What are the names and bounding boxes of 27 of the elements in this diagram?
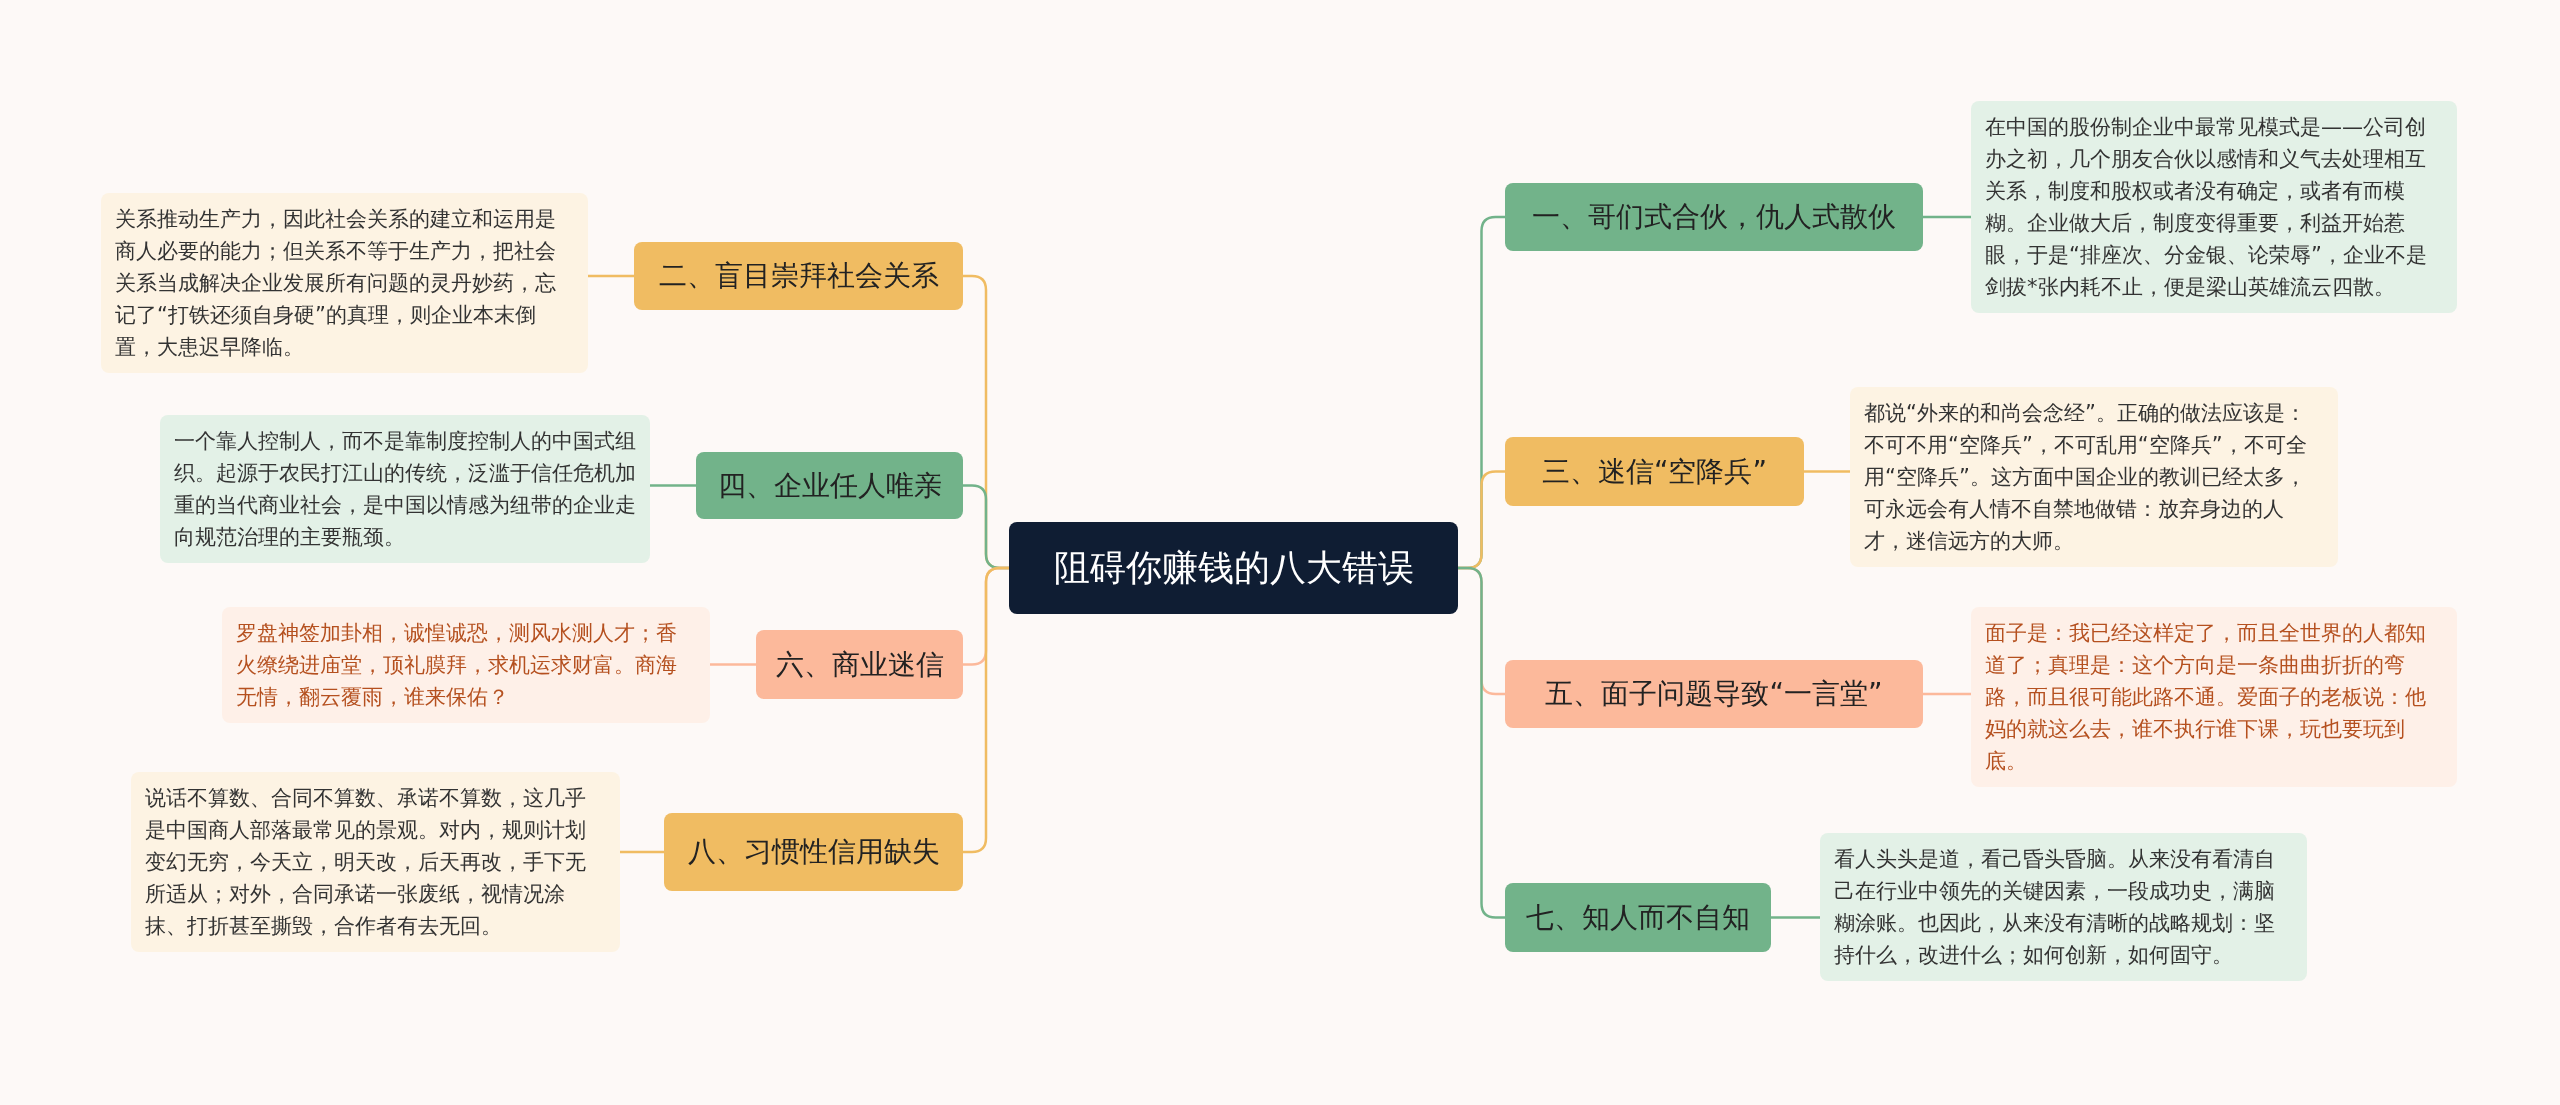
note-box: 面子是：我已经这样定了，而且全世界的人都知道了；真理是：这个方向是一条曲曲折折的弯路，而且很可能此路不通。爱面子的老板说：他妈的就这么去，谁不执行谁下课，玩也要玩到底。	[1971, 607, 2457, 787]
connector-line	[1923, 215, 1971, 219]
note-box: 说话不算数、合同不算数、承诺不算数，这几乎是中国商人部落最常见的景观。对内，规则计划变幻无穷，今天立，明天改，后天再改，手下无所适从；对外，合同承诺一张废纸，视情况涂抹、打折甚至撕毁，合作者有去无回。	[131, 772, 620, 952]
note-box: 在中国的股份制企业中最常见模式是——公司创办之初，几个朋友合伙以感情和义气去处理相互关系，制度和股权或者没有确定，或者有而模糊。企业做大后，制度变得重要，利益开始惹眼，于是“排座次、分金银、论荣辱”，企业不是剑拔*张内耗不止，便是梁山英雄流云四散。	[1971, 101, 2457, 313]
branch-topic: 二、盲目崇拜社会关系	[634, 242, 963, 310]
connector-line	[650, 484, 696, 487]
branch-topic: 八、习惯性信用缺失	[664, 813, 963, 891]
note-box: 一个靠人控制人，而不是靠制度控制人的中国式组织。起源于农民打江山的传统，泛滥于信任危机加重的当代商业社会，是中国以情感为纽带的企业走向规范治理的主要瓶颈。	[160, 415, 650, 563]
branch-topic: 六、商业迷信	[756, 630, 963, 699]
connector-line	[710, 663, 756, 666]
branch-topic: 五、面子问题导致“一言堂”	[1505, 660, 1923, 728]
connector-line	[588, 274, 634, 278]
note-box: 罗盘神签加卦相，诚惶诚恐，测风水测人才；香火缭绕进庙堂，顶礼膜拜，求机运求财富。商海无情，翻云覆雨，谁来保佑？	[222, 607, 710, 723]
connector-line	[1923, 692, 1971, 696]
connector-line	[963, 566, 1009, 854]
branch-topic: 七、知人而不自知	[1505, 883, 1771, 952]
connector-line	[1771, 916, 1820, 919]
branch-topic: 一、哥们式合伙，仇人式散伙	[1505, 183, 1923, 251]
note-box: 关系推动生产力，因此社会关系的建立和运用是商人必要的能力；但关系不等于生产力，把社会关系当成解决企业发展所有问题的灵丹妙药，忘记了“打铁还须自身硬”的真理，则企业本末倒置，大患迟早降临。	[101, 193, 588, 373]
connector-line	[1458, 566, 1505, 919]
connector-line	[620, 850, 664, 854]
connector-line	[1804, 470, 1850, 473]
central-topic: 阻碍你赚钱的八大错误	[1009, 522, 1458, 614]
note-box: 都说“外来的和尚会念经”。正确的做法应该是：不可不用“空降兵”，不可乱用“空降兵”，不可全用“空降兵”。这方面中国企业的教训已经太多，可永远会有人情不自禁地做错：放弃身边的人才，迷信远方的大师。	[1850, 387, 2338, 567]
branch-topic: 三、迷信“空降兵”	[1505, 437, 1804, 506]
branch-topic: 四、企业任人唯亲	[696, 452, 963, 519]
note-box: 看人头头是道，看己昏头昏脑。从来没有看清自己在行业中领先的关键因素，一段成功史，满脑糊涂账。也因此，从来没有清晰的战略规划：坚持什么，改进什么；如何创新，如何固守。	[1820, 833, 2307, 981]
